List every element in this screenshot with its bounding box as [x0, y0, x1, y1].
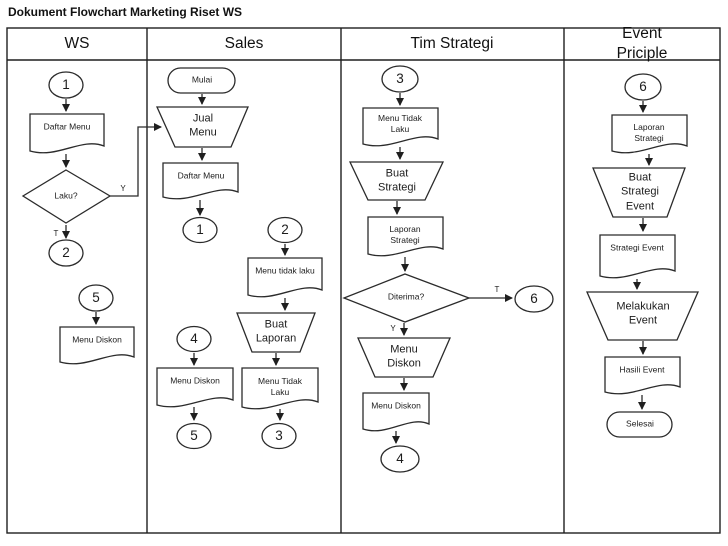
arrow-yes-elbow: [110, 123, 162, 197]
lane-grid: [6, 27, 721, 534]
ws-branch-y-label: Y: [120, 183, 126, 193]
document-menu-diskon: [362, 392, 430, 432]
tim-doc-menu-tidak-laku-label: Menu Tidak Laku: [378, 112, 422, 134]
tim-connector-3-label: 3: [396, 71, 404, 87]
connector-5-shape: [78, 284, 114, 312]
table-border: [6, 27, 721, 534]
ws-decision-laku-label: Laku?: [54, 190, 78, 201]
document-strategi-event: [599, 234, 676, 279]
ws-branch-t-label: T: [53, 228, 59, 238]
tim-connector-6-label: 6: [530, 291, 538, 307]
manual-op-buat-strategi-event: [592, 167, 686, 218]
connector-1-shape: [182, 216, 218, 244]
document-daftar-menu: [29, 113, 105, 154]
tim-decision-diterima-label: Diterima?: [387, 291, 425, 302]
terminator-mulai: [167, 67, 236, 94]
tim-menu-diskon-trap-label: Menu Diskon: [387, 343, 421, 370]
lane-ws-shapes: [21, 71, 162, 365]
sales-buat-laporan-label: Buat Laporan: [255, 318, 297, 345]
document-menu-tidak-laku-2: [241, 367, 319, 410]
connector-2-shape: [48, 239, 84, 267]
ws-connector-5-label: 5: [92, 290, 100, 306]
manual-op-jual-menu: [155, 106, 249, 148]
event-selesai-label: Selesai: [626, 418, 654, 429]
event-buat-strategi-event-label: Buat Strategi Event: [621, 171, 659, 213]
ws-doc-daftar-menu-label: Daftar Menu: [43, 121, 91, 132]
lane-event-priciple-shapes: [586, 73, 699, 438]
event-doc-laporan-strategi-label: Laporan Strategi: [633, 121, 665, 143]
connector-3-shape: [261, 422, 297, 450]
manual-op-buat-strategi: [348, 161, 445, 201]
tim-doc-laporan-strategi-label: Laporan Strategi: [389, 223, 421, 245]
document-menu-diskon: [156, 367, 234, 408]
document-menu-diskon: [59, 326, 135, 365]
tim-buat-strategi-label: Buat Strategi: [378, 167, 416, 194]
lane-header-sales: Sales: [224, 34, 264, 52]
terminator-selesai: [606, 411, 673, 438]
lane-header-tim-strategi: Tim Strategi: [410, 34, 494, 52]
decision-laku: [21, 169, 112, 224]
manual-op-menu-diskon: [357, 337, 451, 378]
manual-op-melakukan-event: [586, 291, 699, 341]
ws-doc-menu-diskon-label: Menu Diskon: [72, 334, 122, 345]
event-doc-strategi-event-label: Strategi Event: [610, 242, 664, 253]
sales-connector-2-label: 2: [281, 222, 289, 238]
lane-tim-strategi-shapes: [342, 65, 554, 473]
document-laporan-strategi: [611, 114, 688, 154]
manual-op-buat-laporan: [236, 312, 316, 353]
sales-connector-1-label: 1: [196, 222, 204, 238]
connector-2-shape: [267, 216, 303, 244]
sales-connector-4-label: 4: [190, 331, 198, 347]
document-hasili-event: [604, 356, 681, 395]
sales-jual-menu-label: Jual Menu: [189, 112, 217, 139]
connector-6-shape: [624, 73, 662, 101]
tim-connector-4-label: 4: [396, 451, 404, 467]
page-title: Dokument Flowchart Marketing Riset WS: [8, 5, 243, 19]
document-menu-tidak-laku: [362, 107, 439, 147]
sales-doc-menu-tidak-laku-label: Menu tidak laku: [255, 265, 315, 276]
tim-doc-menu-diskon-label: Menu Diskon: [371, 400, 421, 411]
event-connector-6-label: 6: [639, 79, 647, 95]
document-menu-tidak-laku: [247, 257, 323, 298]
tim-branch-t-label: T: [494, 284, 500, 294]
connector-5-shape: [176, 422, 212, 450]
lane-sales-shapes: [155, 67, 323, 450]
event-melakukan-event-label: Melakukan Event: [616, 300, 670, 327]
lane-header-event-priciple: Event Priciple: [616, 24, 668, 62]
decision-diterima: [342, 273, 471, 323]
sales-mulai-label: Mulai: [191, 74, 213, 85]
tim-branch-y-label: Y: [390, 323, 396, 333]
sales-connector-3-label: 3: [275, 428, 283, 444]
sales-doc-menu-diskon-label: Menu Diskon: [170, 375, 220, 386]
connector-4-shape: [380, 445, 420, 473]
ws-connector-2-label: 2: [62, 245, 70, 261]
sales-connector-5-label: 5: [190, 428, 198, 444]
connector-6-shape: [514, 285, 554, 313]
document-laporan-strategi: [367, 216, 444, 257]
sales-doc-daftar-menu-label: Daftar Menu: [177, 170, 225, 181]
connector-3-shape: [381, 65, 419, 93]
document-daftar-menu: [162, 162, 239, 200]
event-doc-hasili-event-label: Hasili Event: [619, 364, 665, 375]
lane-header-ws: WS: [64, 34, 90, 52]
connector-1-shape: [48, 71, 84, 99]
ws-connector-1-label: 1: [62, 77, 70, 93]
sales-doc-menu-tidak-laku-2-label: Menu Tidak Laku: [258, 375, 302, 397]
connector-4-shape: [176, 325, 212, 353]
